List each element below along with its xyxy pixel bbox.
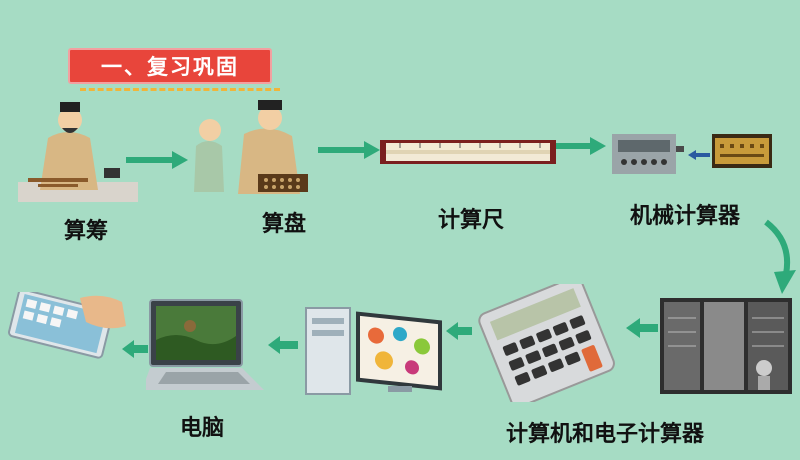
- arrow-left-icon: [626, 318, 658, 338]
- counting-rods-illustration: [18, 98, 138, 206]
- abacus-illustration: [188, 96, 318, 200]
- section-title: 一、复习巩固: [68, 48, 272, 84]
- label-diannao: 电脑: [180, 416, 225, 441]
- curved-arrow-icon: [764, 219, 796, 294]
- laptop-illustration: [146, 296, 268, 394]
- label-suanchou: 算筹: [64, 219, 109, 244]
- arrow-left-icon: [268, 336, 298, 354]
- label-jisuanchi: 计算尺: [438, 208, 505, 233]
- label-jixie: 机械计算器: [630, 204, 741, 229]
- brass-calculator-illustration: [712, 134, 772, 168]
- label-dianzi: 计算机和电子计算器: [506, 422, 705, 447]
- label-suanpan: 算盘: [262, 212, 307, 237]
- arrow-right-icon: [126, 151, 188, 169]
- slide-rule-illustration: [380, 140, 556, 164]
- arrow-left-icon: [122, 340, 148, 358]
- arrow-left-icon: [688, 150, 710, 160]
- mechanical-calculator-illustration: [606, 126, 686, 180]
- electronic-calculator-illustration: [470, 284, 624, 402]
- arrow-right-icon: [318, 141, 380, 159]
- tablet-illustration: [2, 292, 130, 360]
- arrow-right-icon: [556, 137, 606, 155]
- desktop-computer-illustration: [304, 302, 446, 398]
- title-underline: [80, 88, 280, 91]
- arrow-left-icon: [446, 322, 472, 340]
- early-computer-photo: [660, 298, 792, 394]
